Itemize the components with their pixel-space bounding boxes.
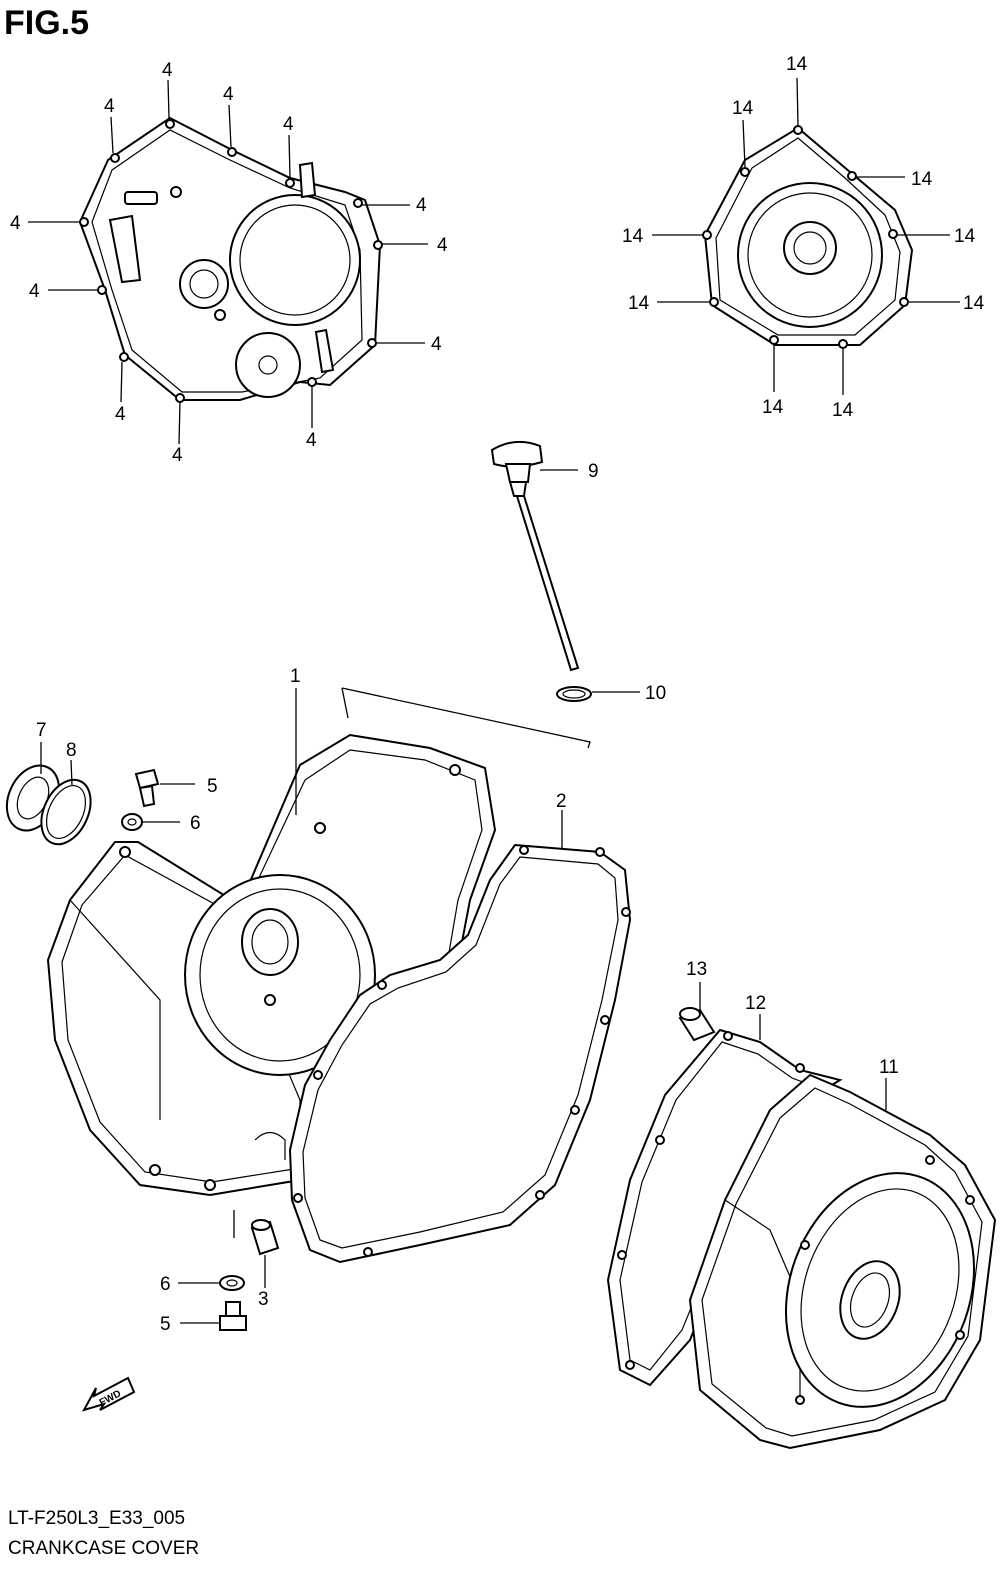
callout-10: 10	[645, 683, 666, 704]
figure-title: FIG.5	[4, 4, 90, 42]
callout-5: 5	[207, 776, 218, 797]
callout-4: 4	[437, 235, 448, 256]
drawing-code: LT-F250L3_E33_005	[8, 1508, 186, 1529]
callout-8: 8	[66, 740, 77, 761]
callout-1: 1	[290, 666, 301, 687]
callout-4: 4	[10, 213, 21, 234]
callout-4: 4	[29, 281, 40, 302]
callout-4: 4	[431, 334, 442, 355]
oil-dipstick	[490, 440, 580, 672]
clutch-cover-bolt-view	[28, 79, 428, 445]
dipstick-guide-line-2	[341, 687, 591, 749]
callout-4: 4	[223, 84, 234, 105]
dowel-pin-right	[678, 982, 716, 1042]
callout-4: 4	[416, 195, 427, 216]
callout-14: 14	[832, 400, 854, 421]
drawing-name: CRANKCASE COVER	[8, 1538, 200, 1559]
dipstick-guide-line	[341, 687, 349, 719]
callout-4: 4	[172, 445, 183, 466]
callout-4: 4	[162, 60, 173, 81]
upper-washer	[121, 813, 180, 831]
callout-14: 14	[622, 226, 644, 247]
callout-4: 4	[306, 430, 317, 451]
callout-2: 2	[556, 791, 567, 812]
callout-11: 11	[879, 1057, 899, 1078]
callout-4: 4	[104, 96, 115, 117]
callout-3: 3	[258, 1289, 269, 1310]
dipstick-o-ring	[556, 686, 640, 702]
callout-9: 9	[588, 461, 599, 482]
callout-12: 12	[745, 993, 766, 1014]
callout-13: 13	[686, 959, 707, 980]
callout-5: 5	[160, 1314, 171, 1335]
callout-6: 6	[160, 1274, 171, 1295]
callout-14: 14	[732, 98, 754, 119]
magneto-cover-bolt-view	[652, 77, 960, 395]
callout-14: 14	[954, 226, 976, 247]
upper-bolt	[134, 768, 195, 808]
callout-6: 6	[190, 813, 201, 834]
magneto-cover	[688, 1073, 997, 1450]
callout-14: 14	[628, 293, 650, 314]
callout-7: 7	[36, 720, 47, 741]
callout-14: 14	[911, 169, 933, 190]
lower-washer	[178, 1275, 245, 1291]
callout-14: 14	[786, 54, 808, 75]
callout-labels: 4 4 4 4 4 4 4 4 4 4 4 4 14 14 14 14 14 1…	[10, 54, 985, 1335]
dowel-pin-lower	[233, 1210, 280, 1288]
callout-14: 14	[963, 293, 985, 314]
callout-14: 14	[762, 397, 784, 418]
forward-arrow-icon: FWD	[81, 1376, 136, 1412]
oil-seal-o-ring	[40, 759, 92, 846]
crankcase-cover-gasket	[288, 810, 632, 1264]
lower-bolt	[180, 1301, 247, 1331]
callout-4: 4	[115, 404, 126, 425]
callout-4: 4	[283, 114, 294, 135]
